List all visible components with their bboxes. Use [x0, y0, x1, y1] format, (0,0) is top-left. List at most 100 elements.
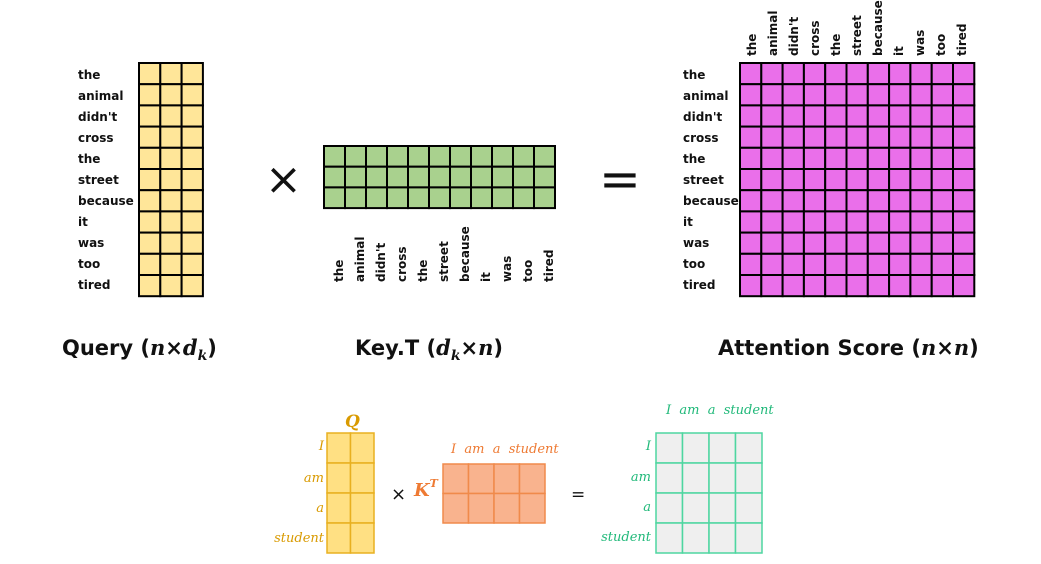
key-caption: Key.T (dk×n) — [355, 335, 503, 364]
query-cell — [180, 62, 204, 86]
score-cell — [930, 189, 955, 213]
key-cell — [512, 145, 535, 168]
score-row-word-7: because — [683, 194, 739, 208]
query-cell — [159, 83, 183, 107]
key-cell — [386, 186, 409, 210]
score-cell — [760, 252, 784, 277]
query-cell — [138, 252, 162, 277]
score-cell — [888, 104, 912, 128]
small-q-row-labels: I am a student — [274, 439, 325, 546]
score-cell — [930, 83, 955, 107]
key-word-10: too — [521, 260, 535, 282]
query-cell — [159, 168, 183, 192]
query-cell — [138, 231, 162, 255]
key-word-9: was — [500, 256, 514, 282]
score-cell — [909, 210, 933, 234]
small-k-cell — [493, 492, 521, 524]
small-k-column-labels: I am a student — [450, 442, 559, 457]
score-cell — [952, 146, 976, 171]
attention-score-caption: Attention Score (n×n) — [718, 335, 979, 360]
score-cell — [952, 125, 976, 149]
key-cell — [491, 186, 514, 210]
small-score-cell — [734, 522, 763, 554]
small-score-cell — [655, 492, 684, 524]
small-score-row-1: I — [645, 439, 652, 454]
query-word-7: because — [78, 194, 134, 208]
small-key-transpose-matrix — [442, 463, 546, 524]
score-cell — [845, 62, 869, 86]
score-cell — [866, 210, 891, 234]
query-word-8: it — [78, 215, 88, 229]
score-cell — [845, 210, 869, 234]
small-score-cell — [708, 522, 737, 554]
score-cell — [760, 189, 784, 213]
score-col-word-9: was — [913, 30, 927, 56]
score-cell — [802, 125, 827, 149]
query-word-10: too — [78, 257, 100, 271]
query-row-labels: the animal didn't cross the street becau… — [78, 68, 134, 292]
score-cell — [781, 168, 805, 192]
score-cell — [909, 189, 933, 213]
small-q-cell — [326, 492, 352, 524]
score-cell — [824, 252, 848, 277]
query-cell — [159, 146, 183, 171]
score-column-labels: the animal didn't cross the street becau… — [745, 0, 969, 56]
key-cell — [365, 186, 388, 210]
score-cell — [739, 274, 763, 298]
score-col-word-7: because — [871, 0, 885, 56]
key-word-2: animal — [353, 237, 367, 282]
query-cell — [138, 83, 162, 107]
query-word-5: the — [78, 152, 100, 166]
score-cell — [952, 62, 976, 86]
small-score-cell — [708, 492, 737, 524]
score-cell — [845, 168, 869, 192]
query-cell — [180, 104, 204, 128]
query-cell — [138, 210, 162, 234]
score-row-word-8: it — [683, 215, 693, 229]
key-word-8: it — [479, 272, 493, 282]
small-q-cell — [349, 432, 375, 464]
score-row-word-1: the — [683, 68, 705, 82]
small-k-cell — [442, 492, 470, 524]
small-equals-sign: = — [571, 485, 585, 505]
score-cell — [802, 210, 827, 234]
score-cell — [952, 83, 976, 107]
small-k-cell — [493, 463, 521, 495]
small-q-cell — [349, 492, 375, 524]
small-q-cell — [326, 522, 352, 554]
score-cell — [909, 104, 933, 128]
score-cell — [781, 210, 805, 234]
score-cell — [824, 189, 848, 213]
key-cell — [428, 186, 451, 210]
score-cell — [888, 231, 912, 255]
score-cell — [888, 252, 912, 277]
query-cell — [180, 146, 204, 171]
score-col-word-4: cross — [808, 20, 822, 56]
score-cell — [739, 62, 763, 86]
score-cell — [930, 146, 955, 171]
key-cell — [344, 145, 367, 168]
score-cell — [866, 146, 891, 171]
score-cell — [888, 62, 912, 86]
score-cell — [739, 210, 763, 234]
score-cell — [802, 146, 827, 171]
score-cell — [952, 104, 976, 128]
key-cell — [512, 186, 535, 210]
query-matrix — [138, 62, 204, 298]
score-cell — [888, 210, 912, 234]
small-score-column-labels: I am a student — [665, 403, 774, 418]
small-q-label: Q — [345, 412, 360, 432]
small-multiply-sign: × — [391, 484, 406, 505]
small-q-row-2: am — [304, 471, 324, 486]
query-cell — [180, 274, 204, 298]
score-cell — [866, 104, 891, 128]
score-cell — [845, 252, 869, 277]
key-cell — [428, 165, 451, 189]
score-cell — [952, 189, 976, 213]
score-cell — [930, 210, 955, 234]
small-k-cell — [518, 492, 546, 524]
score-cell — [760, 104, 784, 128]
score-cell — [952, 231, 976, 255]
score-cell — [909, 168, 933, 192]
score-cell — [888, 274, 912, 298]
